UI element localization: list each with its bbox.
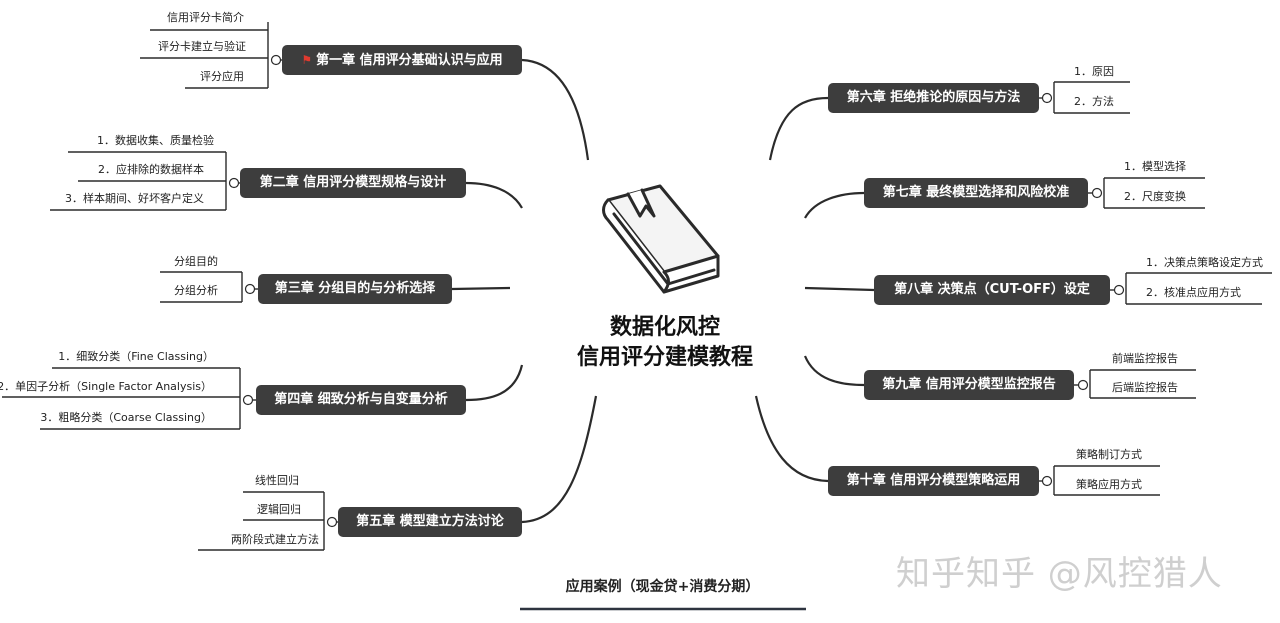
chapter-8-label: 第八章 决策点（CUT-OFF）设定 (894, 282, 1090, 297)
list-item[interactable]: 1．决策点策略设定方式 (1146, 256, 1263, 269)
chapter-7-label: 第七章 最终模型选择和风险校准 (882, 185, 1070, 200)
list-item[interactable]: 评分应用 (200, 70, 244, 83)
list-item[interactable]: 2．尺度变换 (1124, 190, 1186, 203)
collapse-toggle-ch1 (270, 54, 282, 66)
list-item[interactable]: 3．样本期间、好坏客户定义 (65, 192, 204, 205)
chapter-2-node[interactable]: 第二章 信用评分模型规格与设计 (240, 168, 466, 198)
chapter-6-label: 第六章 拒绝推论的原因与方法 (846, 90, 1021, 105)
chapter-3-label: 第三章 分组目的与分析选择 (274, 281, 436, 296)
list-item[interactable]: 逻辑回归 (257, 503, 301, 516)
chapter-3-node[interactable]: 第三章 分组目的与分析选择 (258, 274, 452, 304)
chapter-6-node[interactable]: 第六章 拒绝推论的原因与方法 (828, 83, 1039, 113)
list-item[interactable]: 线性回归 (255, 474, 299, 487)
application-case-label[interactable]: 应用案例（现金贷+消费分期） (565, 579, 760, 595)
list-item[interactable]: 2．单因子分析（Single Factor Analysis） (0, 380, 212, 393)
collapse-toggle-ch6 (1041, 92, 1053, 104)
watermark: 知乎知乎 @风控猎人 (896, 554, 1223, 594)
list-item[interactable]: 策略应用方式 (1076, 478, 1142, 491)
chapter-9-label: 第九章 信用评分模型监控报告 (882, 377, 1056, 392)
list-item[interactable]: 后端监控报告 (1112, 381, 1178, 394)
collapse-toggle-ch4 (242, 394, 254, 406)
list-item[interactable]: 2．应排除的数据样本 (98, 163, 204, 176)
list-item[interactable]: 2．方法 (1074, 95, 1114, 108)
list-item[interactable]: 1．原因 (1074, 65, 1114, 78)
center-title: 数据化风控 信用评分建模教程 (540, 312, 790, 372)
flag-icon: ⚑ (301, 53, 313, 67)
chapter-10-label: 第十章 信用评分模型策略运用 (846, 473, 1021, 488)
list-item[interactable]: 2．核准点应用方式 (1146, 286, 1241, 299)
collapse-toggle-ch2 (228, 177, 240, 189)
list-item[interactable]: 策略制订方式 (1076, 448, 1142, 461)
collapse-toggle-ch10 (1041, 475, 1053, 487)
list-item[interactable]: 信用评分卡简介 (167, 11, 244, 24)
chapter-8-node[interactable]: 第八章 决策点（CUT-OFF）设定 (874, 275, 1110, 305)
book-icon (602, 184, 720, 294)
chapter-2-label: 第二章 信用评分模型规格与设计 (259, 175, 447, 190)
collapse-toggle-ch5 (326, 516, 338, 528)
chapter-1-label: 第一章 信用评分基础认识与应用 (316, 53, 503, 68)
list-item[interactable]: 1．数据收集、质量检验 (97, 134, 214, 147)
list-item[interactable]: 1．模型选择 (1124, 160, 1186, 173)
list-item[interactable]: 评分卡建立与验证 (158, 40, 246, 53)
chapter-5-node[interactable]: 第五章 模型建立方法讨论 (338, 507, 522, 537)
list-item[interactable]: 1．细致分类（Fine Classing） (58, 350, 214, 363)
collapse-toggle-ch7 (1091, 187, 1103, 199)
chapter-5-label: 第五章 模型建立方法讨论 (356, 514, 504, 529)
list-item[interactable]: 前端监控报告 (1112, 352, 1178, 365)
list-item[interactable]: 分组目的 (174, 255, 218, 268)
list-item[interactable]: 分组分析 (174, 284, 218, 297)
center-title-line2: 信用评分建模教程 (576, 344, 753, 370)
chapter-9-node[interactable]: 第九章 信用评分模型监控报告 (864, 370, 1074, 400)
center-title-line1: 数据化风控 (609, 314, 720, 340)
list-item[interactable]: 3．粗略分类（Coarse Classing） (40, 411, 212, 424)
collapse-toggle-ch3 (244, 283, 256, 295)
collapse-toggle-ch8 (1113, 284, 1125, 296)
chapter-4-node[interactable]: 第四章 细致分析与自变量分析 (256, 385, 466, 415)
collapse-toggle-ch9 (1077, 379, 1089, 391)
chapter-7-node[interactable]: 第七章 最终模型选择和风险校准 (864, 178, 1088, 208)
list-item[interactable]: 两阶段式建立方法 (231, 533, 319, 546)
chapter-10-node[interactable]: 第十章 信用评分模型策略运用 (828, 466, 1039, 496)
chapter-1-node[interactable]: ⚑第一章 信用评分基础认识与应用 (282, 45, 522, 75)
chapter-4-label: 第四章 细致分析与自变量分析 (274, 392, 448, 407)
